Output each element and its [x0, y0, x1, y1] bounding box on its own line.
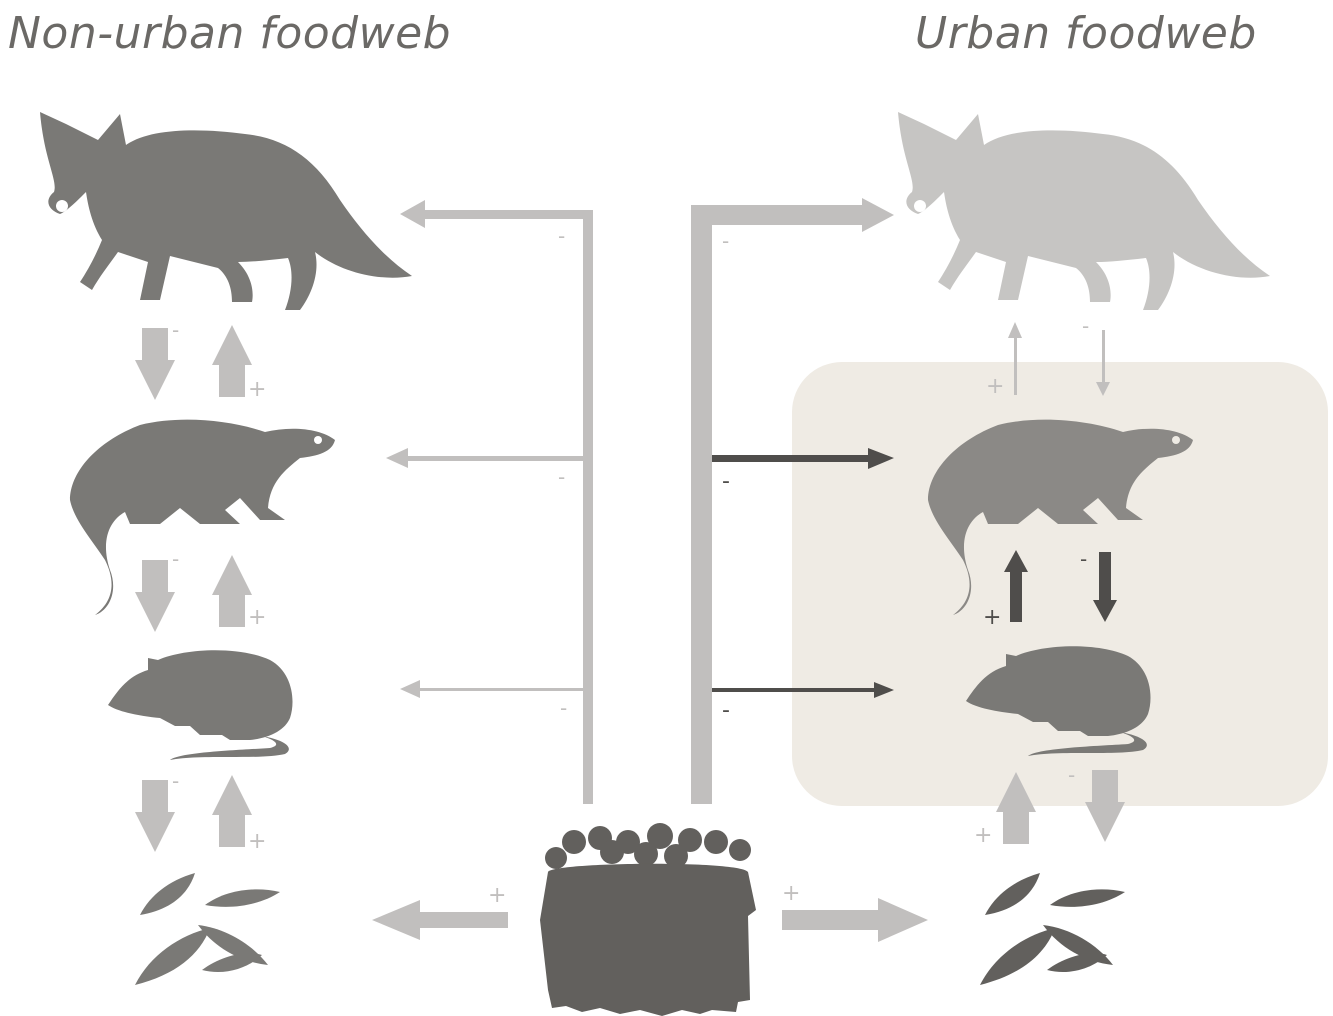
plus-sign: +	[248, 605, 266, 630]
minus-sign: -	[1080, 547, 1087, 571]
urban-seeds-icon	[980, 873, 1125, 985]
non-urban-weasel-icon	[70, 420, 335, 615]
plus-sign: +	[986, 374, 1004, 399]
minus-sign: -	[1082, 314, 1089, 338]
minus-sign: -	[1068, 763, 1075, 787]
non-urban-trophic-arrows	[135, 325, 252, 852]
minus-sign: -	[558, 465, 565, 489]
minus-sign: -	[722, 229, 729, 253]
people-crowd-icon	[540, 823, 756, 1016]
human-to-urban-seeds-arrow	[782, 898, 928, 942]
minus-sign: -	[560, 696, 567, 720]
fox-to-weasel-arrow	[135, 328, 175, 400]
plus-sign: +	[974, 823, 992, 848]
minus-sign: -	[172, 547, 179, 571]
plus-sign: +	[983, 605, 1001, 630]
mouse-to-weasel-arrow	[212, 555, 252, 627]
seeds-to-mouse-arrow	[212, 775, 252, 847]
urban-fox-icon	[898, 112, 1270, 310]
plus-sign: +	[782, 881, 800, 906]
non-urban-seeds-icon	[135, 873, 280, 985]
non-urban-fox-icon	[40, 112, 412, 310]
plus-sign: +	[248, 377, 266, 402]
minus-sign: -	[172, 318, 179, 342]
minus-sign: -	[558, 224, 565, 248]
minus-sign: -	[722, 698, 730, 723]
mouse-to-seeds-arrow	[135, 780, 175, 852]
non-urban-mouse-icon	[108, 650, 293, 760]
minus-sign: -	[172, 769, 179, 793]
weasel-to-mouse-arrow	[135, 560, 175, 632]
weasel-to-fox-arrow	[212, 325, 252, 397]
minus-sign: -	[722, 469, 730, 494]
plus-sign: +	[488, 883, 506, 908]
plus-sign: +	[248, 829, 266, 854]
